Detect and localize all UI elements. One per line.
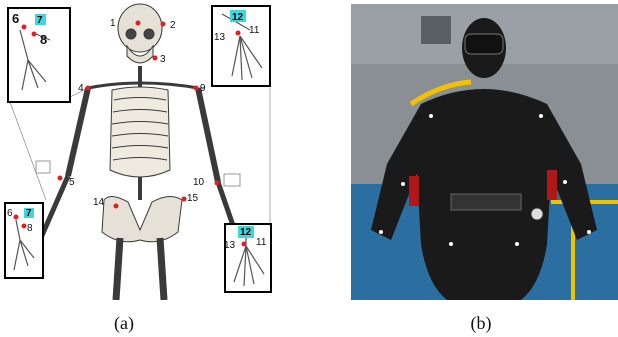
- keypoint-label: 8: [27, 223, 33, 234]
- keypoint-label: 12: [232, 12, 244, 23]
- keypoint-label: 7: [37, 15, 43, 26]
- right-femur: [160, 238, 164, 300]
- wall-vent: [421, 16, 451, 44]
- diver-photo: [351, 4, 618, 300]
- keypoint-dot: [242, 242, 247, 247]
- keypoint-label: 8: [40, 32, 47, 47]
- keypoint-label: 13: [224, 240, 236, 251]
- keypoint-label: 11: [256, 237, 267, 248]
- keypoint-label: 14: [93, 197, 105, 208]
- pressure-gauge: [531, 208, 543, 220]
- keypoint-label: 12: [240, 227, 252, 238]
- left-forearm: [40, 176, 68, 240]
- keypoint-dot: [58, 176, 63, 181]
- caption-a: (a): [104, 313, 144, 334]
- keypoint-label: 7: [26, 208, 32, 219]
- weight-belt: [451, 194, 521, 210]
- skull: [118, 4, 162, 52]
- keypoint-label: 3: [160, 54, 166, 65]
- keypoint-label: 5: [69, 177, 75, 188]
- right-pocket: [547, 170, 557, 200]
- keypoint-label: 13: [214, 32, 226, 43]
- keypoint-dot: [22, 25, 27, 30]
- left-femur: [116, 238, 120, 300]
- keypoint-dot: [236, 31, 241, 36]
- skeleton-panel: 1 2 3 4 5 9 10 14 15 6 7 8 6 7 8 12 11 1…: [0, 0, 285, 300]
- keypoint-dot: [32, 32, 37, 37]
- skeleton-illustration: 1 2 3 4 5 9 10 14 15 6 7 8 6 7 8 12 11 1…: [0, 0, 285, 300]
- keypoint-label: 4: [78, 83, 84, 94]
- ribcage: [110, 87, 170, 177]
- keypoint-dot: [182, 197, 187, 202]
- left-eye-socket: [126, 29, 136, 39]
- keypoint-label: 10: [193, 177, 205, 188]
- keypoint-label: 2: [170, 20, 176, 31]
- keypoint-dot: [14, 215, 19, 220]
- keypoint-dot: [161, 22, 166, 27]
- keypoint-dot: [86, 86, 91, 91]
- keypoint-label: 6: [7, 208, 13, 219]
- keypoint-label: 1: [110, 18, 116, 29]
- caption-b: (b): [461, 313, 501, 334]
- right-eye-socket: [144, 29, 154, 39]
- right-wrist-marker: [224, 174, 240, 186]
- keypoint-label: 9: [200, 83, 206, 94]
- dive-mask: [465, 34, 503, 54]
- keypoint-dot: [22, 224, 27, 229]
- left-pocket: [409, 176, 419, 206]
- keypoint-dot: [215, 181, 220, 186]
- keypoint-label: 11: [249, 25, 260, 36]
- left-wrist-marker: [36, 161, 50, 173]
- keypoint-dot: [114, 204, 119, 209]
- keypoint-label: 15: [187, 193, 199, 204]
- keypoint-dot: [194, 86, 199, 91]
- keypoint-dot: [136, 21, 141, 26]
- pelvis: [102, 196, 182, 241]
- keypoint-dot: [153, 56, 158, 61]
- keypoint-label: 6: [12, 11, 19, 26]
- right-humerus: [198, 88, 218, 182]
- diver-photo-illustration: [351, 4, 618, 300]
